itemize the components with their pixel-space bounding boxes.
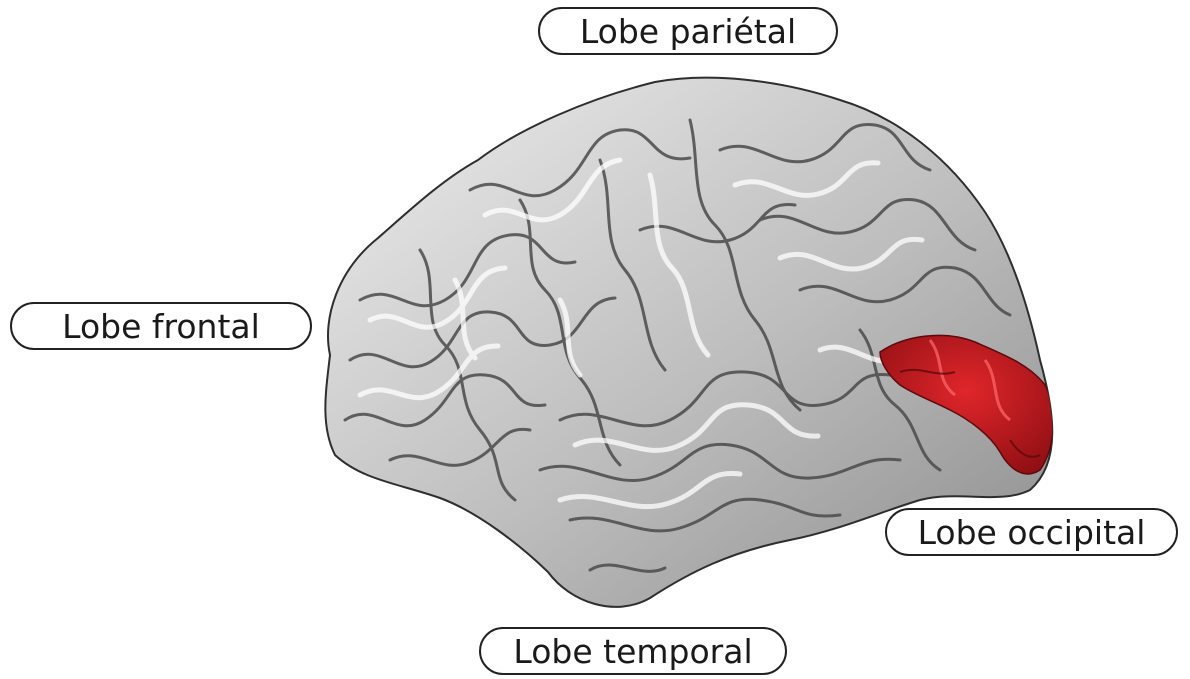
- label-frontal-lobe: Lobe frontal: [10, 302, 312, 350]
- label-temporal-lobe: Lobe temporal: [479, 627, 787, 675]
- label-parietal-lobe: Lobe pariétal: [538, 7, 838, 55]
- label-occipital-lobe: Lobe occipital: [885, 508, 1178, 556]
